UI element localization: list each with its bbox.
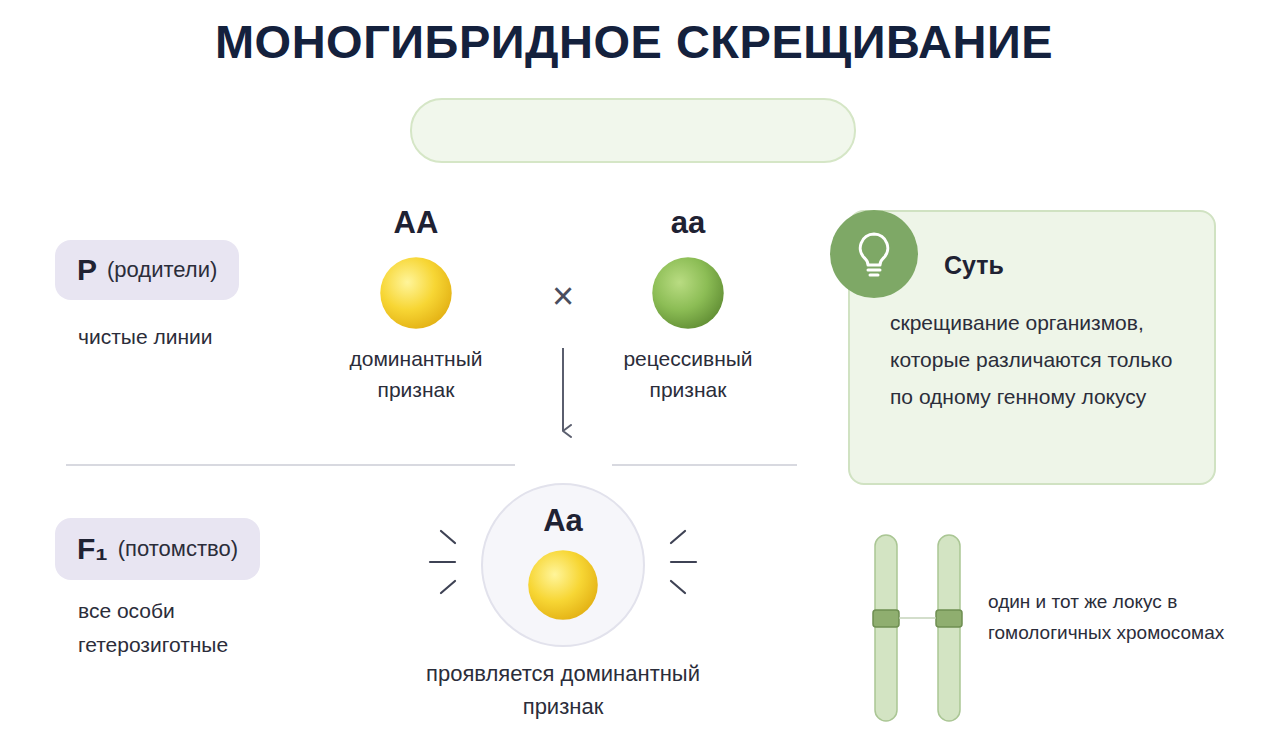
generation-symbol: P [77, 253, 97, 287]
divider [66, 464, 515, 466]
ball-holder [650, 255, 726, 331]
info-box: Суть скрещивание организмов, которые разл… [848, 210, 1216, 485]
genotype: Aa [543, 502, 583, 540]
pea-ball [378, 255, 454, 331]
parent-allele: AA доминантный признак [306, 203, 526, 405]
genotype: AA [394, 203, 439, 243]
generation-pill: F₁ (потомство) [55, 518, 260, 580]
note-label: один и тот же локус в гомологичных хромо… [988, 586, 1243, 648]
note-label: все особи гетерозиготные [78, 594, 268, 662]
offspring-circle: Aa проявляется доминантный признак [393, 483, 733, 723]
box-body: скрещивание организмов, которые различаю… [890, 304, 1190, 415]
generation-name: (родители) [107, 257, 217, 283]
box-heading: Суть [944, 250, 1194, 280]
ball-holder [526, 548, 600, 622]
cross-arrow [562, 348, 564, 431]
parent-allele: aa рецессивный признак [578, 203, 798, 405]
generation-pill: P (родители) [55, 240, 239, 300]
diagram-title: МОНОГИБРИДНОЕ СКРЕЩИВАНИЕ [0, 14, 1268, 69]
genotype: aa [671, 203, 705, 243]
empty-pill [411, 99, 855, 162]
note-label: чистые линии [78, 322, 318, 352]
chromosomes [873, 535, 962, 721]
trait-label: рецессивный признак [598, 343, 778, 405]
trait-label: доминантный признак [326, 343, 506, 405]
pea-ball [650, 255, 726, 331]
phenotype-caption: проявляется доминантный признак [403, 657, 723, 723]
generation-symbol: F₁ [77, 532, 108, 566]
pea-ball [526, 548, 600, 622]
generation-name: (потомство) [118, 536, 238, 562]
cross-sign: × [543, 274, 583, 318]
ball-holder [378, 255, 454, 331]
divider [612, 464, 797, 466]
offspring-ring: Aa [481, 483, 645, 647]
bulb-icon [828, 208, 920, 300]
